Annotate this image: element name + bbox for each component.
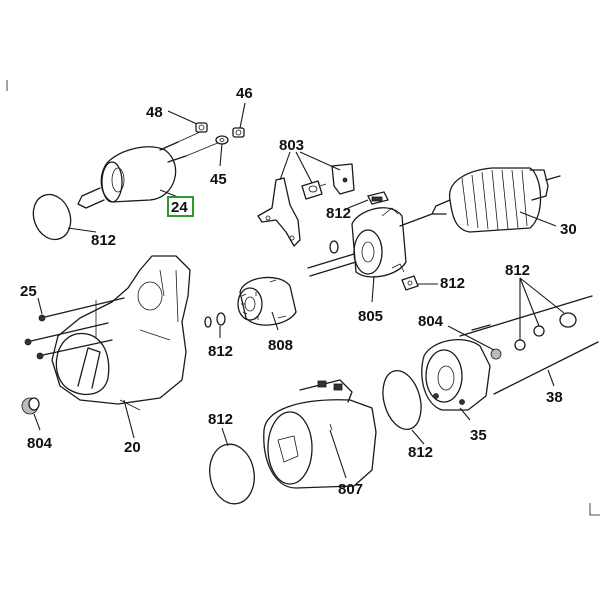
label-803: 803	[279, 137, 304, 154]
label-25: 25	[20, 283, 37, 300]
pivot-pin-part-803[interactable]	[301, 180, 327, 200]
nut-part-46[interactable]	[232, 127, 245, 138]
label-812-brush: 812	[326, 205, 351, 222]
pinion-drive-part-808[interactable]	[237, 276, 297, 326]
label-45: 45	[210, 171, 227, 188]
label-24-highlight-box	[167, 196, 194, 217]
bracket-part-803[interactable]	[331, 163, 355, 195]
brush-part-812[interactable]	[367, 191, 389, 205]
label-812-bolts: 812	[505, 262, 530, 279]
label-812-pinion-washer: 812	[208, 343, 233, 360]
label-812-yoke-ring: 812	[208, 411, 233, 428]
nut-part-48[interactable]	[195, 122, 208, 133]
end-cap-part-35[interactable]	[421, 339, 491, 411]
label-46: 46	[236, 85, 253, 102]
bolts-part-25[interactable]	[24, 297, 125, 360]
label-20: 20	[124, 439, 141, 456]
washers-part-812-right[interactable]	[514, 312, 577, 351]
washer-part-45[interactable]	[215, 135, 229, 145]
solenoid-part-24[interactable]	[77, 131, 221, 209]
label-805: 805	[358, 308, 383, 325]
drive-housing-part-20[interactable]	[51, 255, 191, 411]
label-812-endcap-ring: 812	[408, 444, 433, 461]
label-48: 48	[146, 104, 163, 121]
yoke-housing-part-807[interactable]	[263, 379, 377, 489]
corner-mark-bottom-right	[589, 503, 600, 516]
through-bolts-part-38[interactable]	[459, 295, 599, 395]
washer-part-812[interactable]	[204, 312, 226, 328]
label-804-right: 804	[418, 313, 444, 330]
fork-lever-part-803[interactable]	[257, 177, 301, 247]
label-35: 35	[470, 427, 487, 444]
label-807: 807	[338, 481, 363, 498]
label-38: 38	[546, 389, 563, 406]
label-808: 808	[268, 337, 293, 354]
brush-holder-part-805[interactable]	[351, 207, 407, 278]
label-812-solenoid-ring: 812	[91, 232, 116, 249]
bushing-part-804-right[interactable]	[490, 348, 502, 360]
armature-part-30[interactable]	[399, 167, 561, 233]
o-ring-yoke[interactable]	[205, 441, 259, 508]
o-ring-endcap[interactable]	[377, 366, 427, 433]
label-30: 30	[560, 221, 577, 238]
leader-lines	[33, 102, 565, 479]
o-ring-solenoid[interactable]	[27, 189, 77, 245]
terminal-tab-part-812[interactable]	[401, 275, 419, 291]
bushing-part-804-left[interactable]	[21, 397, 40, 415]
label-24[interactable]: 24	[171, 199, 188, 216]
shaft-part-805[interactable]	[307, 240, 357, 277]
label-804-left: 804	[27, 435, 53, 452]
label-812-holder-tab: 812	[440, 275, 465, 292]
part-labels: 48 46 45 24 812 803 812 30 25 812 812 81…	[20, 85, 577, 498]
